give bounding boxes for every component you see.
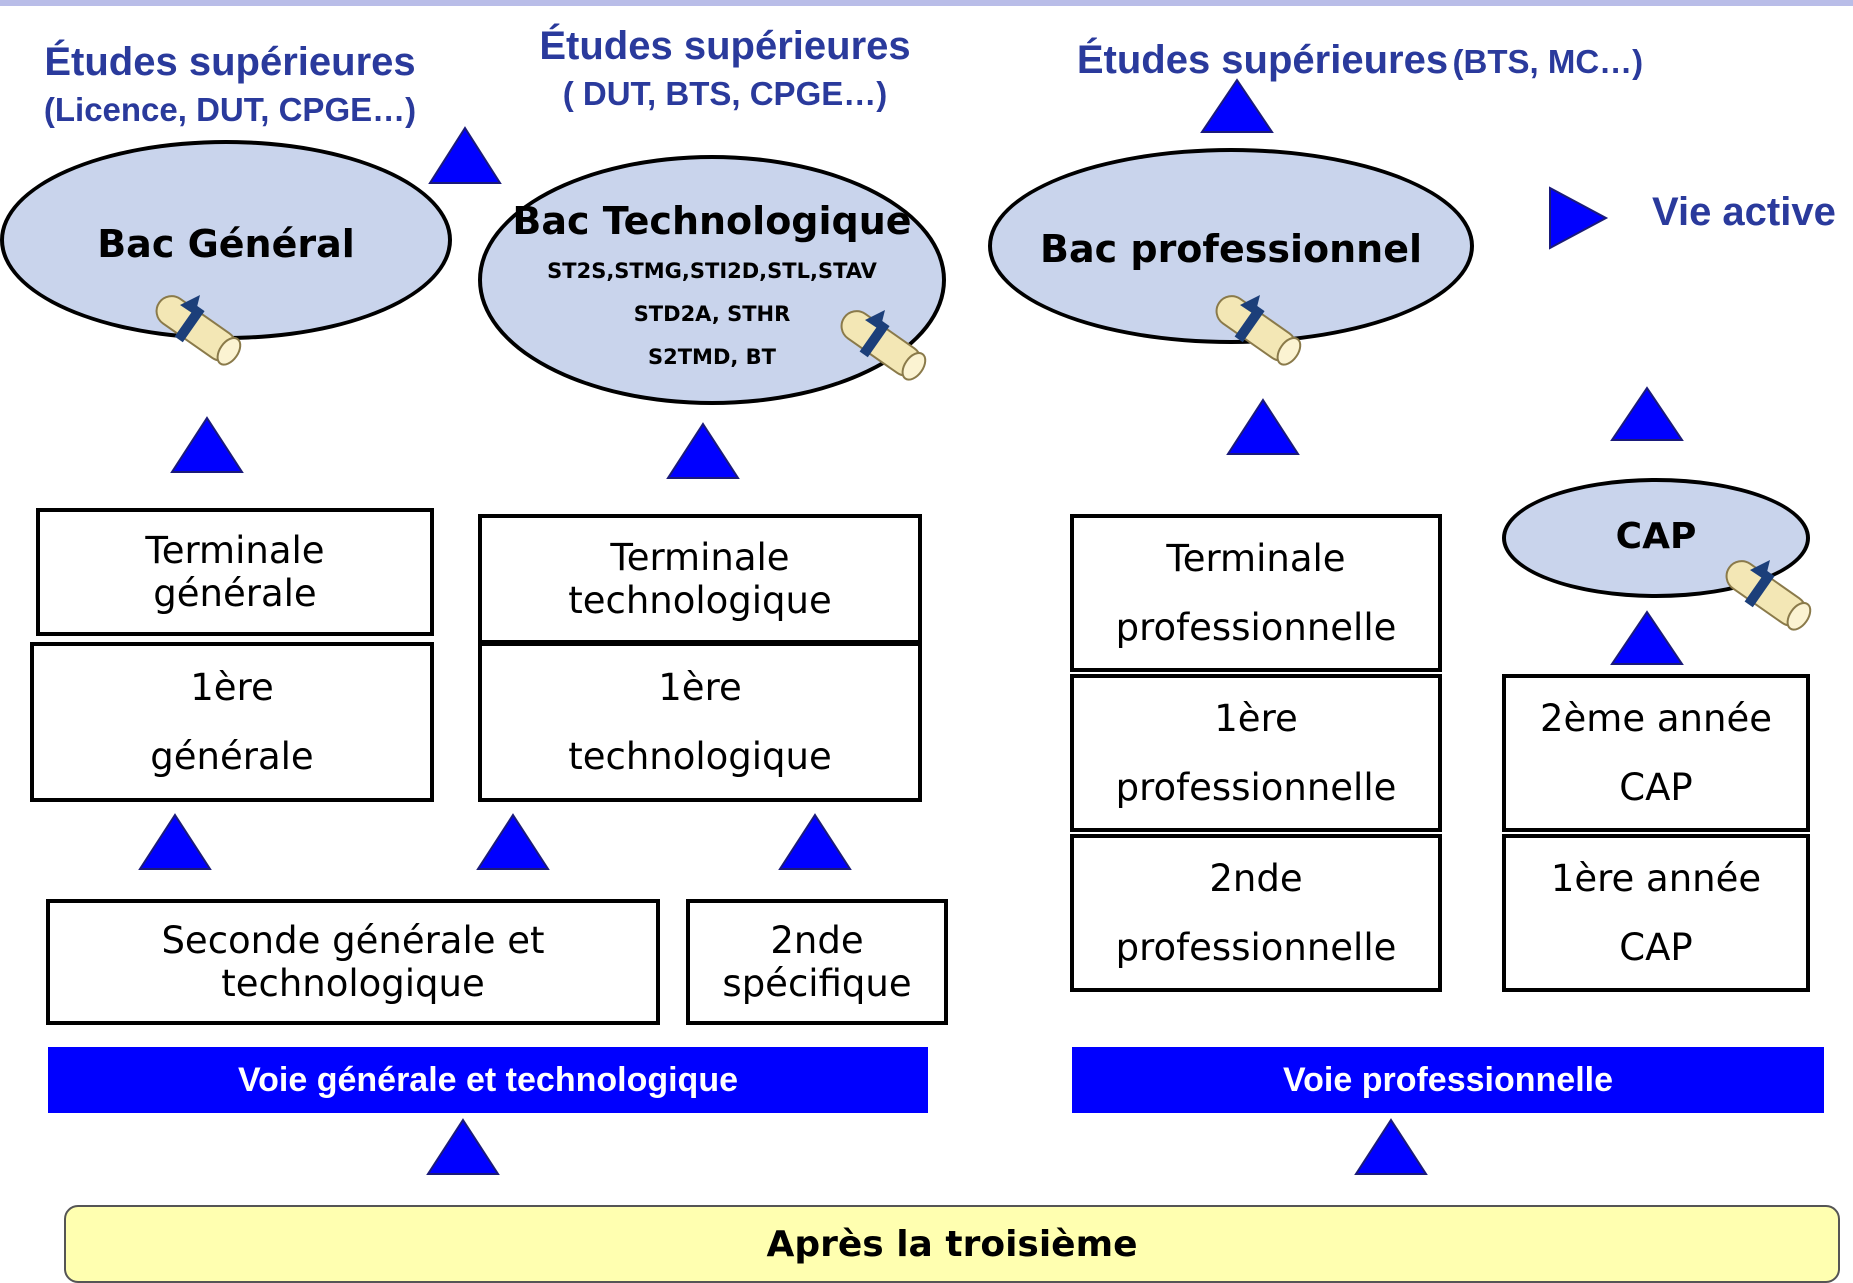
bac-techno-line-1: ST2S,STMG,STI2D,STL,STAV (547, 259, 877, 283)
box-line: générale (150, 735, 314, 778)
right-arrow-icon (1549, 186, 1609, 250)
up-arrow-icon (1226, 398, 1300, 455)
heading-techno-title: Études supérieures (539, 24, 911, 68)
bac-general-title: Bac Général (97, 222, 355, 266)
terminale-pro-box: Terminale professionnelle (1070, 514, 1442, 672)
premiere-techno-box: 1ère technologique (478, 642, 922, 802)
up-arrow-icon (1200, 78, 1274, 133)
box-line: 2ème année (1540, 697, 1772, 740)
up-arrow-icon (1610, 610, 1684, 665)
premiere-pro-box: 1ère professionnelle (1070, 674, 1442, 832)
box-line: professionnelle (1115, 926, 1397, 969)
terminale-techno-box: Terminale technologique (478, 514, 922, 644)
box-line: technologique (568, 735, 832, 778)
diploma-icon (1215, 295, 1302, 366)
box-line: Terminale (1166, 537, 1346, 580)
diploma-icon (155, 295, 242, 366)
diploma-icon (840, 310, 927, 381)
box-line: 1ère année (1550, 857, 1762, 900)
vie-active-label: Vie active (1652, 190, 1836, 234)
box-line: professionnelle (1115, 606, 1397, 649)
cap-title: CAP (1615, 516, 1697, 557)
seconde-pro-box: 2nde professionnelle (1070, 834, 1442, 992)
bac-pro-ellipse: Bac professionnel (988, 148, 1474, 344)
cap-2eme-annee-box: 2ème année CAP (1502, 674, 1810, 832)
box-line: 2nde (770, 919, 864, 962)
heading-general-title: Études supérieures (44, 40, 416, 84)
heading-techno: Études supérieures ( DUT, BTS, CPGE…) (510, 22, 940, 114)
seconde-specifique-box: 2nde spécifique (686, 899, 948, 1025)
heading-pro-sub: (BTS, MC…) (1452, 43, 1644, 80)
cap-1ere-annee-box: 1ère année CAP (1502, 834, 1810, 992)
bac-general-ellipse: Bac Général (0, 140, 452, 340)
box-line: générale (153, 572, 317, 615)
box-line: professionnelle (1115, 766, 1397, 809)
box-line: CAP (1619, 926, 1693, 969)
up-arrow-icon (1354, 1118, 1428, 1175)
heading-techno-sub: ( DUT, BTS, CPGE…) (562, 75, 888, 112)
apres-troisieme-box: Après la troisième (64, 1205, 1840, 1283)
box-line: 1ère (190, 666, 274, 709)
box-line: Seconde générale et (161, 919, 545, 962)
bac-techno-line-2: STD2A, STHR (633, 302, 791, 326)
heading-pro: Études supérieures (BTS, MC…) (1040, 36, 1680, 84)
apres-troisieme-label: Après la troisième (766, 1223, 1138, 1265)
up-arrow-icon (138, 813, 212, 870)
up-arrow-icon (778, 813, 852, 870)
box-line: technologique (221, 962, 485, 1005)
box-line: spécifique (722, 962, 912, 1005)
up-arrow-icon (476, 813, 550, 870)
bac-techno-title: Bac Technologique (512, 199, 912, 243)
heading-general: Études supérieures (Licence, DUT, CPGE…) (10, 38, 450, 130)
top-border (0, 0, 1853, 6)
voie-generale-band: Voie générale et technologique (48, 1047, 928, 1113)
box-line: CAP (1619, 766, 1693, 809)
bac-techno-line-3: S2TMD, BT (647, 345, 776, 369)
premiere-generale-box: 1ère générale (30, 642, 434, 802)
box-line: 1ère (658, 666, 742, 709)
up-arrow-icon (428, 126, 502, 184)
diploma-icon (1725, 560, 1812, 631)
terminale-generale-box: Terminale générale (36, 508, 434, 636)
up-arrow-icon (426, 1118, 500, 1175)
box-line: 1ère (1214, 697, 1298, 740)
box-line: 2nde (1209, 857, 1303, 900)
box-line: technologique (568, 579, 832, 622)
up-arrow-icon (666, 422, 740, 479)
bac-pro-title: Bac professionnel (1040, 227, 1422, 271)
box-line: Terminale (145, 529, 325, 572)
heading-pro-title: Études supérieures (1076, 38, 1449, 82)
bac-techno-ellipse: Bac Technologique ST2S,STMG,STI2D,STL,ST… (478, 155, 946, 405)
seconde-gt-box: Seconde générale et technologique (46, 899, 660, 1025)
up-arrow-icon (170, 416, 244, 473)
box-line: Terminale (610, 536, 790, 579)
up-arrow-icon (1610, 386, 1684, 441)
voie-pro-band: Voie professionnelle (1072, 1047, 1824, 1113)
heading-general-sub: (Licence, DUT, CPGE…) (43, 91, 417, 128)
